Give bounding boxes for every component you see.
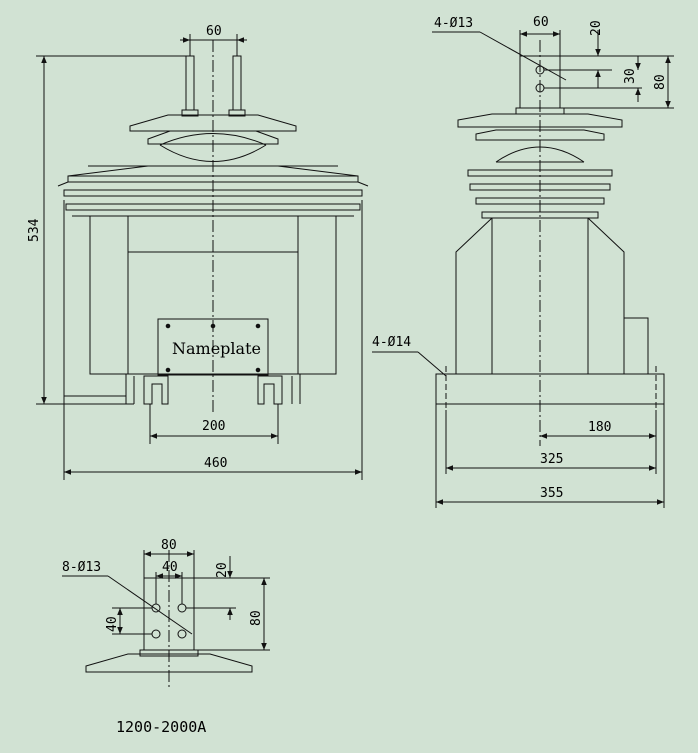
side-view (372, 30, 674, 508)
front-nameplate-label: Nameplate (172, 339, 261, 358)
front-mount-feet (64, 374, 301, 405)
detail-dim-80-top: 80 (161, 538, 177, 553)
front-dim-60-lines (180, 34, 247, 56)
terminal-detail (62, 550, 270, 690)
side-dim-180: 180 (588, 420, 611, 435)
detail-dim-80-v: 80 (249, 610, 264, 626)
front-dim-200: 200 (202, 419, 225, 434)
detail-hole-callout: 8-Ø13 (62, 560, 101, 575)
side-dim-20: 20 (589, 20, 604, 36)
side-mount-hole-callout: 4-Ø14 (372, 335, 411, 350)
side-dim-80: 80 (653, 74, 668, 90)
front-dim-534: 534 (27, 218, 42, 242)
front-dim-60: 60 (206, 24, 222, 39)
front-dim-534-lines (36, 55, 186, 405)
side-dim-325: 325 (540, 452, 563, 467)
side-body (455, 217, 649, 375)
rating-caption: 1200-2000A (116, 718, 206, 736)
detail-dim-20: 20 (215, 562, 230, 578)
detail-dim-40-v: 40 (105, 616, 120, 632)
side-hole-callout: 4-Ø13 (434, 16, 473, 31)
side-dim-60: 60 (533, 15, 549, 30)
side-base (435, 366, 665, 410)
detail-dim-40-h: 40 (162, 560, 178, 575)
side-dim-355: 355 (540, 486, 563, 501)
front-dim-460-lines (63, 200, 363, 480)
side-sheds (457, 113, 623, 219)
side-dim-30: 30 (623, 68, 638, 84)
front-dim-460: 460 (204, 456, 227, 471)
front-view (36, 34, 369, 480)
front-dim-200-lines (149, 404, 279, 444)
